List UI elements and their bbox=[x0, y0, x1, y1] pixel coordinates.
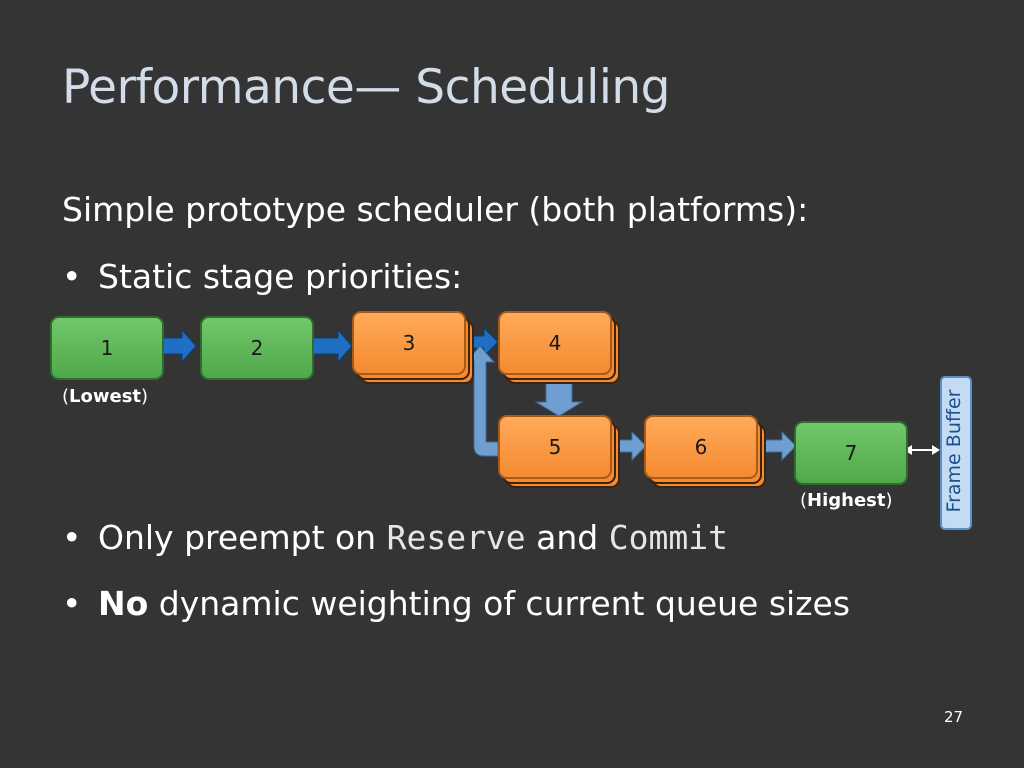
bullet-text-rest: dynamic weighting of current queue sizes bbox=[148, 584, 851, 623]
intro-text: Simple prototype scheduler (both platfor… bbox=[62, 190, 809, 229]
bullet-dot: • bbox=[62, 257, 82, 296]
bullet-no-dynamic: • No dynamic weighting of current queue s… bbox=[62, 584, 850, 623]
stage-3: 3 bbox=[352, 311, 466, 375]
stage-label: 5 bbox=[548, 435, 562, 459]
stage-2: 2 bbox=[200, 316, 314, 380]
page-number: 27 bbox=[944, 708, 964, 726]
code-reserve: Reserve bbox=[386, 518, 526, 557]
code-commit: Commit bbox=[608, 518, 728, 557]
bullet-bold-no: No bbox=[98, 584, 149, 623]
bullet-dot: • bbox=[62, 584, 82, 623]
frame-buffer bbox=[940, 376, 972, 530]
bullet-static-priorities: • Static stage priorities: bbox=[62, 257, 462, 296]
lowest-label: (Lowest) bbox=[62, 386, 149, 407]
bullet-dot: • bbox=[62, 518, 82, 557]
stage-label: 2 bbox=[250, 336, 264, 360]
stage-label: 6 bbox=[694, 435, 708, 459]
slide-title: Performance— Scheduling bbox=[62, 60, 671, 115]
stage-4: 4 bbox=[498, 311, 612, 375]
frame-buffer-label: Frame Buffer bbox=[943, 389, 965, 513]
stage-5: 5 bbox=[498, 415, 612, 479]
stage-label: 1 bbox=[100, 336, 114, 360]
arrow-6-7 bbox=[761, 430, 797, 462]
stage-6: 6 bbox=[644, 415, 758, 479]
stage-label: 3 bbox=[402, 331, 416, 355]
arrow-1-2 bbox=[161, 328, 197, 364]
arrow-4-5 bbox=[534, 379, 584, 417]
stage-label: 4 bbox=[548, 331, 562, 355]
stage-1: 1 bbox=[50, 316, 164, 380]
bullet-text-prefix: Only preempt on bbox=[98, 518, 387, 557]
arrow-5-3-return bbox=[464, 345, 499, 457]
stage-label: 7 bbox=[844, 441, 858, 465]
bullet-text-mid: and bbox=[525, 518, 609, 557]
bullet-preempt: • Only preempt on Reserve and Commit bbox=[62, 518, 728, 557]
stage-7: 7 bbox=[794, 421, 908, 485]
highest-label: (Highest) bbox=[800, 490, 893, 511]
bullet-text: Static stage priorities: bbox=[98, 257, 463, 296]
arrow-2-3 bbox=[311, 328, 353, 364]
